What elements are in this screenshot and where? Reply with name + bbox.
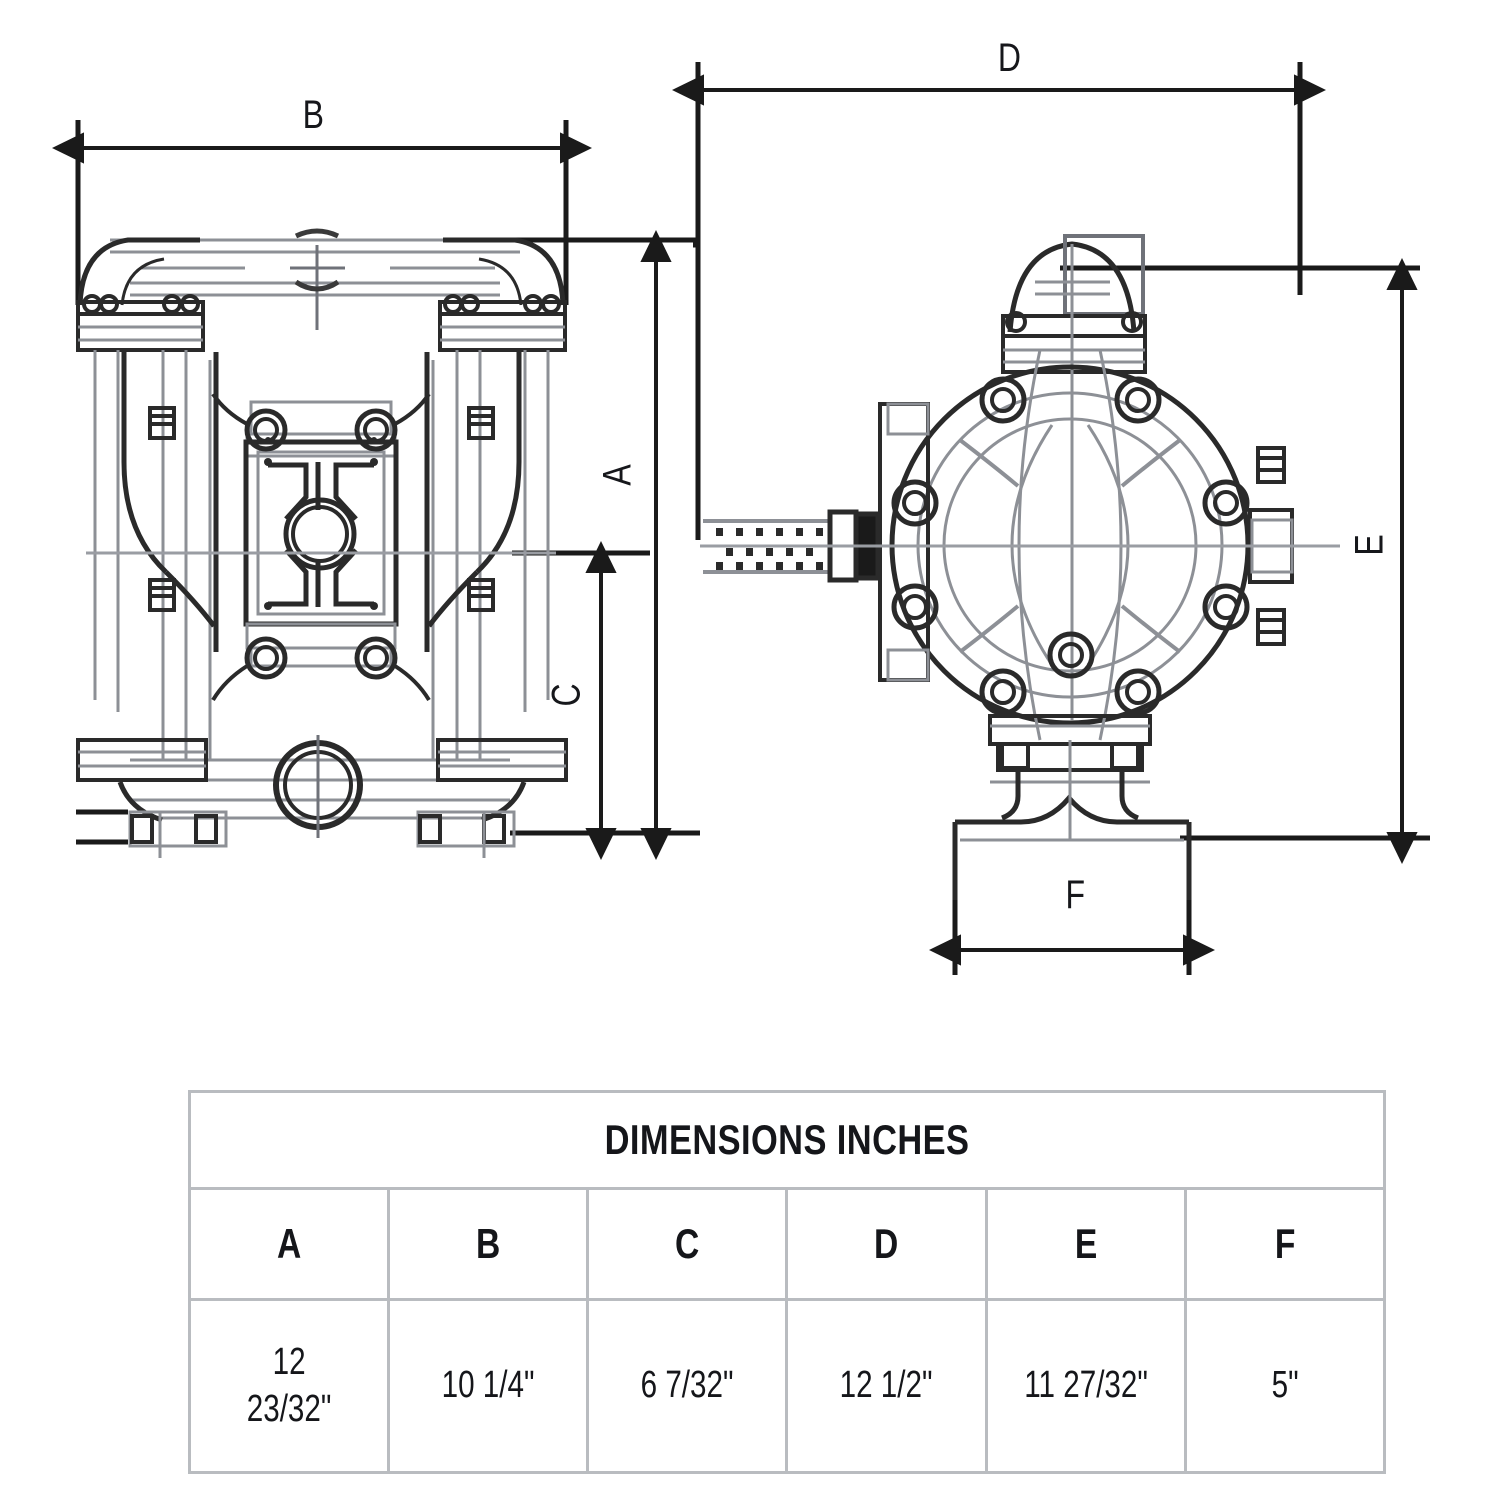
right-chamber-bolts <box>467 406 495 612</box>
table-title: DIMENSIONS INCHES <box>604 1116 970 1163</box>
center-link-arcs <box>211 392 431 702</box>
air-valve-cap <box>1001 234 1147 720</box>
header-cell-e: E <box>984 1187 1187 1301</box>
muffler-perforations <box>716 528 823 570</box>
right-upper-dome <box>438 237 567 352</box>
left-chamber-outline <box>121 352 219 652</box>
left-foot <box>76 738 228 858</box>
dimensions-table: DIMENSIONS INCHES A B C D E F 12 23/32" … <box>187 1090 1387 1474</box>
right-liquid-chamber <box>431 350 550 760</box>
value-cell-f: 5" <box>1183 1298 1387 1474</box>
right-flange-bolts <box>1256 446 1286 646</box>
right-chamber-outline <box>424 352 522 652</box>
header-cell-f: F <box>1183 1187 1387 1301</box>
suction-port <box>273 735 363 838</box>
dim-label-F: F <box>1065 873 1085 917</box>
dim-label-C: C <box>544 683 589 707</box>
center-web-detail <box>268 462 374 607</box>
pump-side-body <box>700 234 1340 900</box>
left-liquid-chamber <box>93 350 212 760</box>
body-ribs <box>958 438 1182 654</box>
dim-label-D: D <box>997 36 1022 80</box>
left-upper-dome <box>76 237 205 352</box>
value-cell-d: 12 1/2" <box>785 1298 988 1474</box>
dimension-D <box>672 62 1420 540</box>
dimension-A <box>510 230 700 860</box>
table-title-row: DIMENSIONS INCHES <box>188 1090 1386 1190</box>
right-foot <box>416 738 568 858</box>
dim-label-E: E <box>1347 534 1392 556</box>
header-cell-a: A <box>187 1187 391 1301</box>
value-cell-a: 12 23/32" <box>187 1298 391 1474</box>
dimension-E <box>1180 258 1430 864</box>
dimensions-table-wrap: DIMENSIONS INCHES A B C D E F 12 23/32" … <box>187 1090 1387 1474</box>
dimension-B <box>52 120 592 305</box>
pedestal-base <box>952 740 1192 900</box>
dim-label-B: B <box>302 93 325 137</box>
value-cell-c: 6 7/32" <box>586 1298 789 1474</box>
header-cell-c: C <box>586 1187 789 1301</box>
value-cell-e: 11 27/32" <box>984 1298 1187 1474</box>
header-cell-b: B <box>387 1187 590 1301</box>
front-view-group <box>52 120 700 860</box>
table-title-cell: DIMENSIONS INCHES <box>188 1090 1386 1190</box>
manifold-centermark <box>290 228 345 330</box>
right-dome-bolts <box>443 294 561 314</box>
header-cell-d: D <box>785 1187 988 1301</box>
table-header-row: A B C D E F <box>187 1187 1387 1301</box>
left-edge-ticks <box>76 809 128 845</box>
pump-technical-drawing <box>52 62 1430 975</box>
pump-front-body <box>76 228 568 858</box>
side-view-group <box>672 62 1430 975</box>
left-dome-bolts <box>82 294 200 314</box>
left-chamber-bolts <box>148 406 176 612</box>
table-value-row: 12 23/32" 10 1/4" 6 7/32" 12 1/2" 11 27/… <box>187 1298 1387 1474</box>
dim-label-A: A <box>595 464 640 486</box>
center-tie-nuts <box>244 408 398 680</box>
value-cell-b: 10 1/4" <box>387 1298 590 1474</box>
